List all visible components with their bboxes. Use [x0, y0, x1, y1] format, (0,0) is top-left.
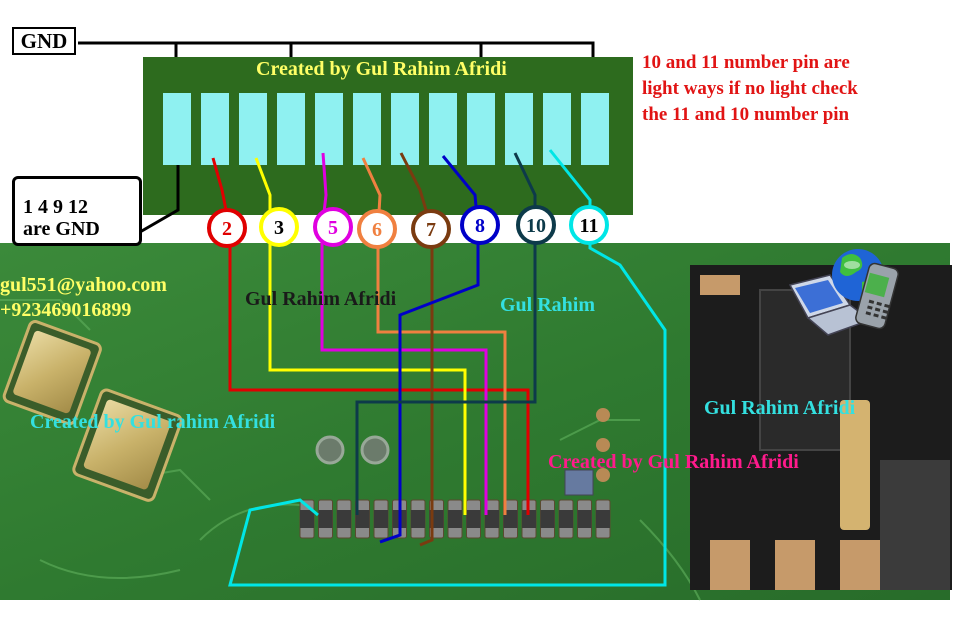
gnd-pins-box: 1 4 9 12 are GND — [12, 176, 142, 246]
phone-text: +923469016899 — [0, 299, 132, 321]
vias — [315, 408, 610, 482]
wire-pin-10 — [355, 152, 537, 515]
smd-component-body — [466, 510, 481, 528]
connector-pin-slot — [543, 93, 571, 165]
mobile-phone-icon — [855, 262, 899, 330]
note-line-1: 10 and 11 number pin are — [642, 52, 850, 73]
connector-pin-slot — [581, 93, 609, 165]
wire-pin-3 — [254, 157, 467, 515]
smd-component-body — [448, 510, 462, 528]
pin-number-label: 7 — [426, 219, 436, 241]
watermark-bottom: Created by Gul Rahim Afridi — [548, 451, 799, 473]
pin-circle-6: 6 — [357, 209, 397, 249]
pin-circles: 2 3 5 6 7 8 10 11 — [207, 205, 609, 249]
connector-pin-slot — [391, 93, 419, 165]
watermark-center: Gul Rahim Afridi — [245, 288, 397, 310]
smd-component-body — [522, 510, 536, 528]
smd-component-body — [485, 510, 499, 528]
pin-number-label: 8 — [475, 215, 485, 237]
note-line-2: light ways if no light check — [642, 78, 858, 99]
connector-pins — [163, 93, 609, 165]
pin-number-label: 2 — [222, 218, 232, 240]
smd-component-body — [559, 510, 573, 528]
connector-pin-slot — [163, 93, 191, 165]
pin-number-label: 6 — [372, 219, 382, 241]
smd-component-body — [540, 510, 555, 528]
pin-circle-ring — [411, 209, 451, 249]
smd-component-body — [503, 510, 518, 528]
pin-circle-10: 10 — [516, 205, 556, 245]
smd-component-body — [355, 510, 370, 528]
gnd-pointer-line — [139, 165, 180, 234]
connector-pin-slot — [315, 93, 343, 165]
smd-component-body — [374, 510, 388, 528]
pin-circle-ring — [357, 209, 397, 249]
pin-circle-ring — [460, 205, 500, 245]
email-text: gul551@yahoo.com — [0, 274, 167, 296]
pin-circle-ring — [516, 205, 556, 245]
connector-pin-slot — [467, 93, 495, 165]
wire-pin-6 — [361, 157, 507, 515]
smd-component-row — [299, 499, 611, 539]
pin-circle-2: 2 — [207, 208, 247, 248]
connector-title: Created by Gul Rahim Afridi — [256, 58, 507, 80]
pin-number-label: 10 — [526, 215, 546, 237]
pin-circle-ring — [569, 205, 609, 245]
pin-circle-7: 7 — [411, 209, 451, 249]
gnd-pins-line1: 1 4 9 12 — [23, 196, 88, 218]
pin-number-label: 11 — [580, 215, 599, 237]
pin-circle-ring — [207, 208, 247, 248]
pin-circle-ring — [313, 207, 353, 247]
connector-pin-slot — [429, 93, 457, 165]
pin-number-label: 5 — [328, 217, 338, 239]
watermark-right-center: Gul Rahim — [500, 294, 596, 316]
wire-pin-2 — [211, 157, 530, 515]
pin-circle-5: 5 — [313, 207, 353, 247]
smd-component-body — [318, 510, 333, 528]
gold-pads — [2, 320, 183, 502]
pin-circle-3: 3 — [259, 207, 299, 247]
smd-component-body — [300, 510, 314, 528]
pin-circle-8: 8 — [460, 205, 500, 245]
pin-number-label: 3 — [274, 217, 284, 239]
connector-pin-slot — [201, 93, 229, 165]
connector-pin-slot — [353, 93, 381, 165]
small-chip — [564, 469, 594, 496]
connector-pin-slot — [277, 93, 305, 165]
watermark-left: Created by Gul rahim Afridi — [30, 411, 276, 433]
connector-pin-slot — [505, 93, 533, 165]
wire-pin-8 — [379, 155, 480, 544]
smd-component-body — [337, 510, 351, 528]
gnd-label: GND — [20, 28, 68, 53]
gnd-pins-line2: are GND — [23, 218, 100, 240]
pin-circle-11: 11 — [569, 205, 609, 245]
note-line-3: the 11 and 10 number pin — [642, 104, 850, 125]
smd-component-body — [411, 510, 425, 528]
pin-circle-ring — [259, 207, 299, 247]
smd-component-body — [577, 510, 592, 528]
connector-pin-slot — [239, 93, 267, 165]
gnd-label-box: GND — [12, 27, 76, 55]
pin-note: 10 and 11 number pin are light ways if n… — [642, 50, 952, 128]
watermark-right: Gul Rahim Afridi — [704, 397, 856, 419]
wire-pin-5 — [320, 152, 488, 515]
smd-component-body — [596, 510, 610, 528]
